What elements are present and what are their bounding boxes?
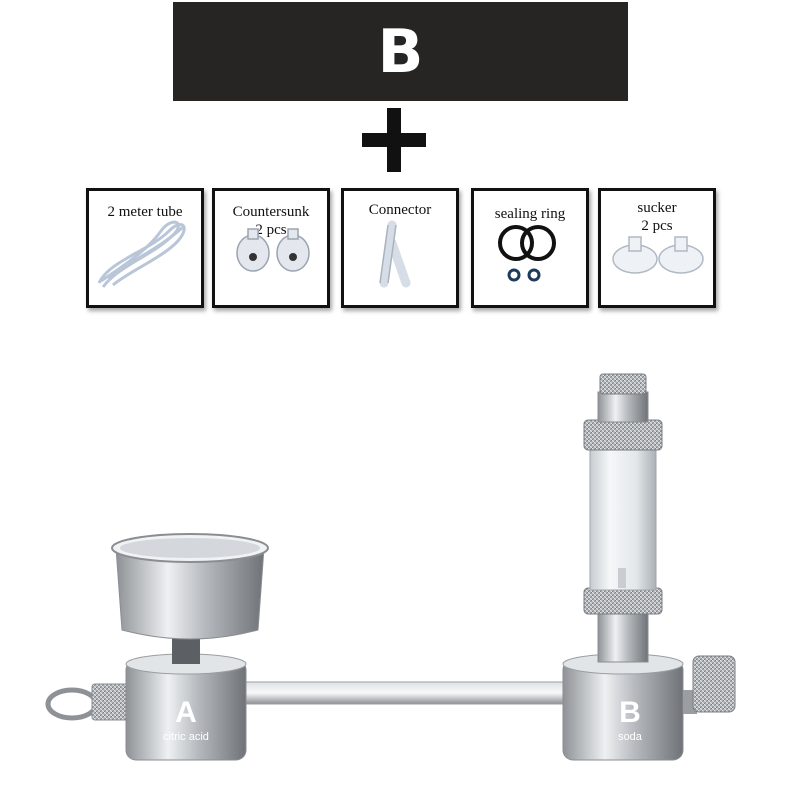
cylinder-b (562, 373, 736, 761)
countersunk-icon (236, 228, 310, 272)
accessory-tube-card: 2 meter tube (86, 188, 204, 308)
accessory-tube-label: 2 meter tube (107, 204, 183, 220)
cylinder-b-label: soda (618, 731, 643, 743)
title-banner: B (173, 2, 628, 101)
accessory-countersunk-card: Countersunk 2 pcs (212, 188, 330, 308)
banner-letter: B (377, 16, 424, 87)
accessory-sealing-ring-label: sealing ring (494, 206, 566, 222)
accessory-countersunk-label: Countersunk 2 pcs (232, 204, 310, 238)
accessory-connector-label: Connector (368, 202, 432, 218)
sealing-ring-icon (498, 225, 556, 282)
connector-icon (379, 220, 411, 288)
co2-generator-device: A citric acid B soda (45, 373, 736, 761)
plus-icon (362, 108, 426, 172)
sucker-icon (612, 236, 704, 274)
cylinder-a-letter: A (175, 696, 197, 729)
accessory-sucker-card: sucker 2 pcs (598, 188, 716, 308)
accessory-sucker-label: sucker 2 pcs (637, 200, 677, 234)
tube-coil-icon (97, 220, 186, 288)
accessory-sealing-ring-card: sealing ring (471, 188, 589, 308)
cylinder-a (45, 533, 269, 761)
cylinder-a-label: citric acid (163, 731, 209, 743)
accessory-connector-card: Connector (341, 188, 459, 308)
cylinder-b-letter: B (619, 696, 641, 729)
